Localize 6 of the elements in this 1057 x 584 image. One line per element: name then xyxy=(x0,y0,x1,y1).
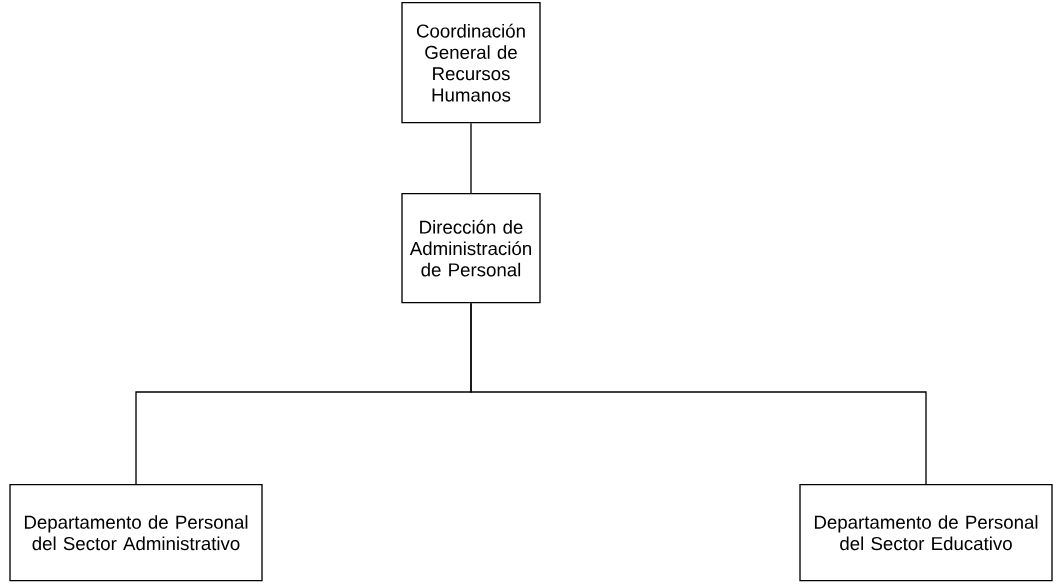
connector-line xyxy=(470,302,927,485)
org-box: Departamento de Personal del Sector Administrativo xyxy=(9,484,263,582)
org-box: Dirección de Administración de Personal xyxy=(401,193,541,304)
org-box: Departamento de Personal del Sector Educativo xyxy=(799,484,1053,582)
connector-line xyxy=(470,122,472,194)
org-box: Coordinación General de Recursos Humanos xyxy=(401,2,541,124)
